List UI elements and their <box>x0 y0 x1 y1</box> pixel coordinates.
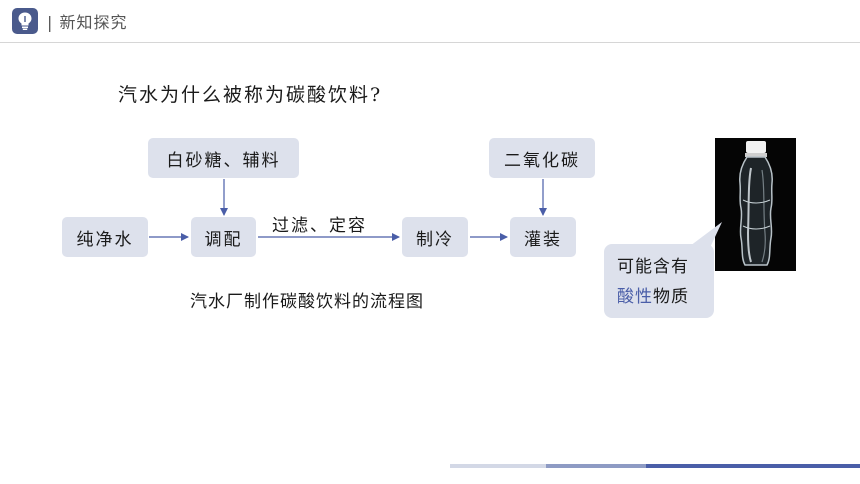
callout-text: 可能含有 酸性物质 <box>617 252 689 312</box>
footer-bar-dark <box>646 464 860 468</box>
box-co2: 二氧化碳 <box>489 138 595 178</box>
header-divider <box>0 42 860 43</box>
header: | 新知探究 <box>0 0 860 42</box>
callout-rest: 物质 <box>653 287 689 307</box>
section-title: | 新知探究 <box>47 13 128 32</box>
label-filter: 过滤、定容 <box>272 216 367 236</box>
box-water: 纯净水 <box>62 217 148 257</box>
flowchart-caption: 汽水厂制作碳酸饮料的流程图 <box>190 292 424 312</box>
question-text: 汽水为什么被称为碳酸饮料? <box>118 84 383 106</box>
box-mix: 调配 <box>191 217 256 257</box>
footer-bar-mid <box>546 464 646 468</box>
bottle-photo <box>715 138 796 271</box>
callout-line2: 酸性物质 <box>617 282 689 312</box>
callout-bubble <box>604 244 714 318</box>
lightbulb-icon <box>18 12 32 30</box>
box-sugar: 白砂糖、辅料 <box>148 138 299 178</box>
box-cool: 制冷 <box>402 217 468 257</box>
box-fill: 灌装 <box>510 217 576 257</box>
callout-line1: 可能含有 <box>617 257 689 277</box>
callout-acid-word: 酸性 <box>617 287 653 307</box>
soda-bottle-icon <box>739 141 773 266</box>
logo <box>12 8 38 34</box>
footer-bar-light <box>450 464 546 468</box>
